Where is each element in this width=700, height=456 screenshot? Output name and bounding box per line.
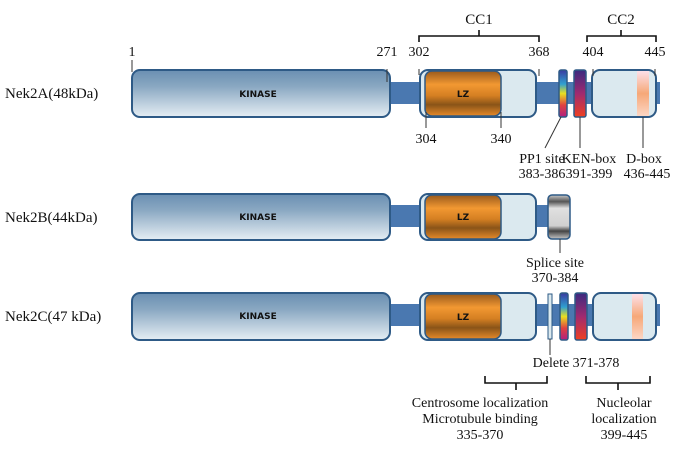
lz-domain [424,70,502,117]
cc2-bracket [586,30,657,42]
nucleolar-bracket [585,376,651,390]
nucleolar-label: Nucleolar [596,396,652,411]
kinase-label: KINASE [239,312,276,322]
centrosome-range: 335-370 [457,428,504,443]
cc1-bracket [418,30,540,42]
isoform-label: Nek2B(44kDa) [5,210,97,226]
cc2-label: CC2 [607,12,635,28]
ken-label: KEN-box [562,152,616,167]
pos-368: 368 [529,45,550,60]
ken-box [573,69,587,118]
nucleolar-range: 399-445 [601,428,648,443]
pos-304: 304 [416,132,437,147]
pp1-label: PP1 site [519,152,565,167]
pos-1: 1 [129,45,136,60]
kinase-domain [131,69,391,118]
delete-label: Delete 371-378 [533,356,620,371]
lz-label: LZ [457,90,470,100]
isoform-nek2b: Nek2B(44kDa) KINASE LZ Splice site 370-3… [5,193,584,286]
pp1-site [558,69,568,118]
isoform-label: Nek2A(48kDa) [5,86,98,102]
kinase-domain [131,292,391,341]
lz-domain [424,194,502,240]
lz-label: LZ [457,313,470,323]
d-box [637,71,649,116]
splice-site [547,194,571,240]
cc2-domain [592,292,657,341]
lz-domain [424,293,502,340]
pos-404: 404 [583,45,604,60]
pp1-site [559,292,569,341]
kinase-label: KINASE [239,90,276,100]
ken-box [574,292,588,341]
kinase-label: KINASE [239,213,276,223]
centrosome-label: Centrosome localization [412,396,548,411]
isoform-nek2c: Nek2C(47 kDa) KINASE LZ Delete 371-378 C… [5,292,660,443]
microtubule-label: Microtubule binding [422,412,538,427]
deletion-site [547,293,553,340]
kinase-domain [131,193,391,241]
lz-label: LZ [457,213,470,223]
isoform-nek2a: Nek2A(48kDa) KINASE LZ 1 271 302 368 404… [5,12,670,182]
pos-445: 445 [645,45,666,60]
splice-range: 370-384 [532,271,579,286]
splice-label: Splice site [526,256,584,271]
pp1-range: 383-386 [519,167,566,182]
ken-range: 391-399 [566,167,613,182]
d-box [632,294,643,339]
cc1-label: CC1 [465,12,493,28]
nucleolar-label-2: localization [591,412,656,427]
centrosome-bracket [484,376,548,390]
pos-340: 340 [491,132,512,147]
pos-302: 302 [409,45,430,60]
dbox-label: D-box [626,152,662,167]
pos-271: 271 [377,45,398,60]
isoform-label: Nek2C(47 kDa) [5,309,101,325]
dbox-range: 436-445 [624,167,671,182]
